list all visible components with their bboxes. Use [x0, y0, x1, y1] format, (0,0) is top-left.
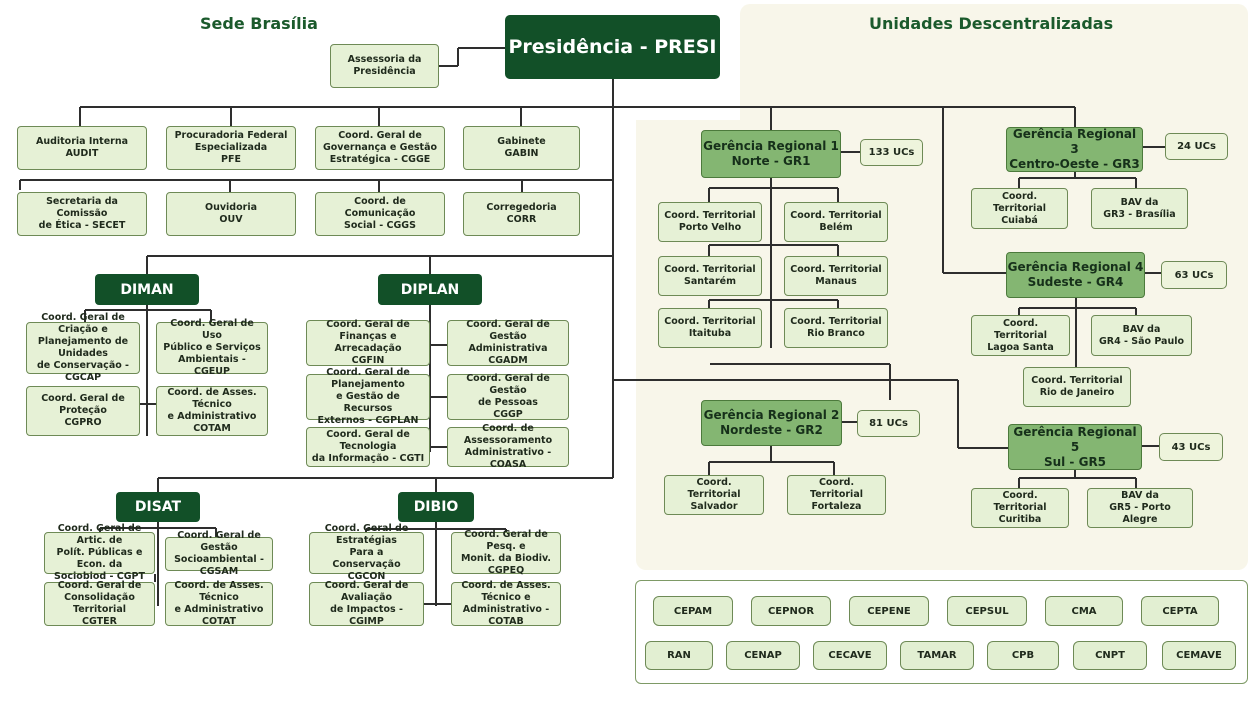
ct-cuiaba-box[interactable]: Coord. Territorial Cuiabá — [971, 188, 1068, 229]
ct-manaus-box[interactable]: Coord. Territorial Manaus — [784, 256, 888, 296]
coasa-box[interactable]: Coord. de Assessoramento Administrativo … — [447, 423, 569, 470]
gr1-box[interactable]: Gerência Regional 1 Norte - GR1 — [701, 130, 841, 178]
ct-rio-branco-box[interactable]: Coord. Territorial Rio Branco — [784, 308, 888, 348]
center-cnpt[interactable]: CNPT — [1073, 641, 1147, 670]
disat-box[interactable]: DISAT — [116, 492, 200, 522]
cgeup-box[interactable]: Coord. Geral de Uso Público e Serviços A… — [156, 318, 268, 377]
cgimp-box[interactable]: Coord. Geral de Avaliação de Impactos - … — [309, 580, 424, 627]
gabin-box[interactable]: Gabinete GABIN — [463, 126, 580, 170]
ct-porto-velho-box[interactable]: Coord. Territorial Porto Velho — [658, 202, 762, 242]
gr4-ucs-badge: 63 UCs — [1161, 261, 1227, 289]
ct-rio-de-janeiro-box[interactable]: Coord. Territorial Rio de Janeiro — [1023, 367, 1131, 407]
cgcon-box[interactable]: Coord. Geral de Estratégias Para a Conse… — [309, 523, 424, 582]
bav-gr4-sao-paulo-box[interactable]: BAV da GR4 - São Paulo — [1091, 315, 1192, 356]
assessoria-box[interactable]: Assessoria da Presidência — [330, 44, 439, 88]
gr2-ucs-badge: 81 UCs — [857, 410, 920, 437]
bav-gr3-brasilia-box[interactable]: BAV da GR3 - Brasília — [1091, 188, 1188, 229]
cggp-box[interactable]: Coord. Geral de Gestão de Pessoas CGGP — [447, 373, 569, 420]
ct-curitiba-box[interactable]: Coord. Territorial Curitiba — [971, 488, 1069, 528]
center-cenap[interactable]: CENAP — [726, 641, 800, 670]
ct-itaituba-box[interactable]: Coord. Territorial Itaituba — [658, 308, 762, 348]
center-ran[interactable]: RAN — [645, 641, 713, 670]
cgpt-box[interactable]: Coord. Geral de Artic. de Polít. Pública… — [44, 523, 155, 582]
cotab-box[interactable]: Coord. de Asses. Técnico e Administrativ… — [451, 580, 561, 627]
cggs-box[interactable]: Coord. de Comunicação Social - CGGS — [315, 192, 445, 236]
diman-box[interactable]: DIMAN — [95, 274, 199, 305]
center-cma[interactable]: CMA — [1045, 596, 1123, 626]
ct-belem-box[interactable]: Coord. Territorial Belém — [784, 202, 888, 242]
center-cepnor[interactable]: CEPNOR — [751, 596, 831, 626]
cgter-box[interactable]: Coord. Geral de Consolidação Territorial… — [44, 580, 155, 627]
audit-box[interactable]: Auditoria Interna AUDIT — [17, 126, 147, 170]
cgcap-box[interactable]: Coord. Geral de Criação e Planejamento d… — [26, 312, 140, 383]
ouv-box[interactable]: Ouvidoria OUV — [166, 192, 296, 236]
gr5-box[interactable]: Gerência Regional 5 Sul - GR5 — [1008, 424, 1142, 470]
cotam-box[interactable]: Coord. de Asses. Técnico e Administrativ… — [156, 386, 268, 436]
cgti-box[interactable]: Coord. Geral de Tecnologia da Informação… — [306, 427, 430, 467]
ct-santarem-box[interactable]: Coord. Territorial Santarém — [658, 256, 762, 296]
center-tamar[interactable]: TAMAR — [900, 641, 974, 670]
diplan-box[interactable]: DIPLAN — [378, 274, 482, 305]
center-cepene[interactable]: CEPENE — [849, 596, 929, 626]
pfe-box[interactable]: Procuradoria Federal Especializada PFE — [166, 126, 296, 170]
dibio-box[interactable]: DIBIO — [398, 492, 474, 522]
presi-box[interactable]: Presidência - PRESI — [505, 15, 720, 79]
ct-fortaleza-box[interactable]: Coord. Territorial Fortaleza — [787, 475, 886, 515]
cgfin-box[interactable]: Coord. Geral de Finanças e Arrecadação C… — [306, 319, 430, 366]
cotat-box[interactable]: Coord. de Asses. Técnico e Administrativ… — [165, 580, 273, 627]
heading-sede-brasilia: Sede Brasília — [200, 14, 318, 33]
center-cepsul[interactable]: CEPSUL — [947, 596, 1027, 626]
gr1-ucs-badge: 133 UCs — [860, 139, 923, 166]
center-cepta[interactable]: CEPTA — [1141, 596, 1219, 626]
center-cepam[interactable]: CEPAM — [653, 596, 733, 626]
heading-unidades-descentralizadas: Unidades Descentralizadas — [869, 14, 1114, 33]
decentralized-background-top — [740, 4, 1248, 122]
ct-lagoa-santa-box[interactable]: Coord. Territorial Lagoa Santa — [971, 315, 1070, 356]
bav-gr5-porto-alegre-box[interactable]: BAV da GR5 - Porto Alegre — [1087, 488, 1193, 528]
secet-box[interactable]: Secretaria da Comissão de Ética - SECET — [17, 192, 147, 236]
gr3-box[interactable]: Gerência Regional 3 Centro-Oeste - GR3 — [1006, 127, 1143, 172]
cgge-box[interactable]: Coord. Geral de Governança e Gestão Estr… — [315, 126, 445, 170]
cgsam-box[interactable]: Coord. Geral de Gestão Socioambiental - … — [165, 530, 273, 577]
center-cemave[interactable]: CEMAVE — [1162, 641, 1236, 670]
corr-box[interactable]: Corregedoria CORR — [463, 192, 580, 236]
gr5-ucs-badge: 43 UCs — [1159, 433, 1223, 461]
gr4-box[interactable]: Gerência Regional 4 Sudeste - GR4 — [1006, 252, 1145, 298]
gr3-ucs-badge: 24 UCs — [1165, 133, 1228, 160]
center-cpb[interactable]: CPB — [987, 641, 1059, 670]
cgpeq-box[interactable]: Coord. Geral de Pesq. e Monit. da Biodiv… — [451, 529, 561, 576]
cgadm-box[interactable]: Coord. Geral de Gestão Administrativa CG… — [447, 319, 569, 366]
gr2-box[interactable]: Gerência Regional 2 Nordeste - GR2 — [701, 400, 842, 446]
cgpro-box[interactable]: Coord. Geral de Proteção CGPRO — [26, 386, 140, 436]
ct-salvador-box[interactable]: Coord. Territorial Salvador — [664, 475, 764, 515]
center-cecave[interactable]: CECAVE — [813, 641, 887, 670]
cgplan-box[interactable]: Coord. Geral de Planejamento e Gestão de… — [306, 367, 430, 426]
